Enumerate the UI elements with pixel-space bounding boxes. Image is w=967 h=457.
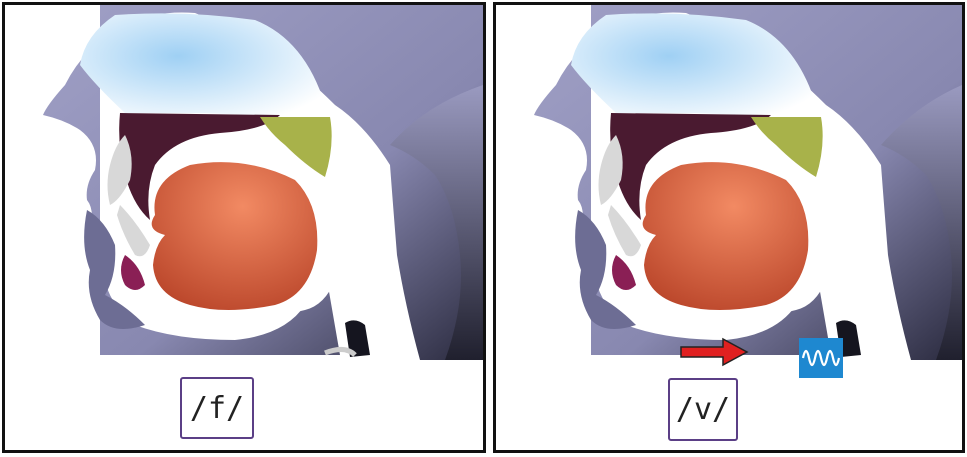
panel-f: /f/ (2, 2, 486, 453)
upper-teeth (599, 135, 623, 205)
tongue (152, 162, 318, 310)
voicing-wave-icon (799, 338, 843, 378)
upper-teeth (108, 135, 132, 205)
phoneme-label-f: /f/ (180, 377, 254, 439)
phoneme-text: /v/ (676, 392, 730, 427)
phoneme-label-v: /v/ (668, 378, 738, 441)
tongue (643, 162, 809, 310)
airflow-arrow-icon (679, 337, 749, 367)
panel-v: /v/ (493, 2, 965, 453)
phoneme-text: /f/ (190, 391, 244, 426)
